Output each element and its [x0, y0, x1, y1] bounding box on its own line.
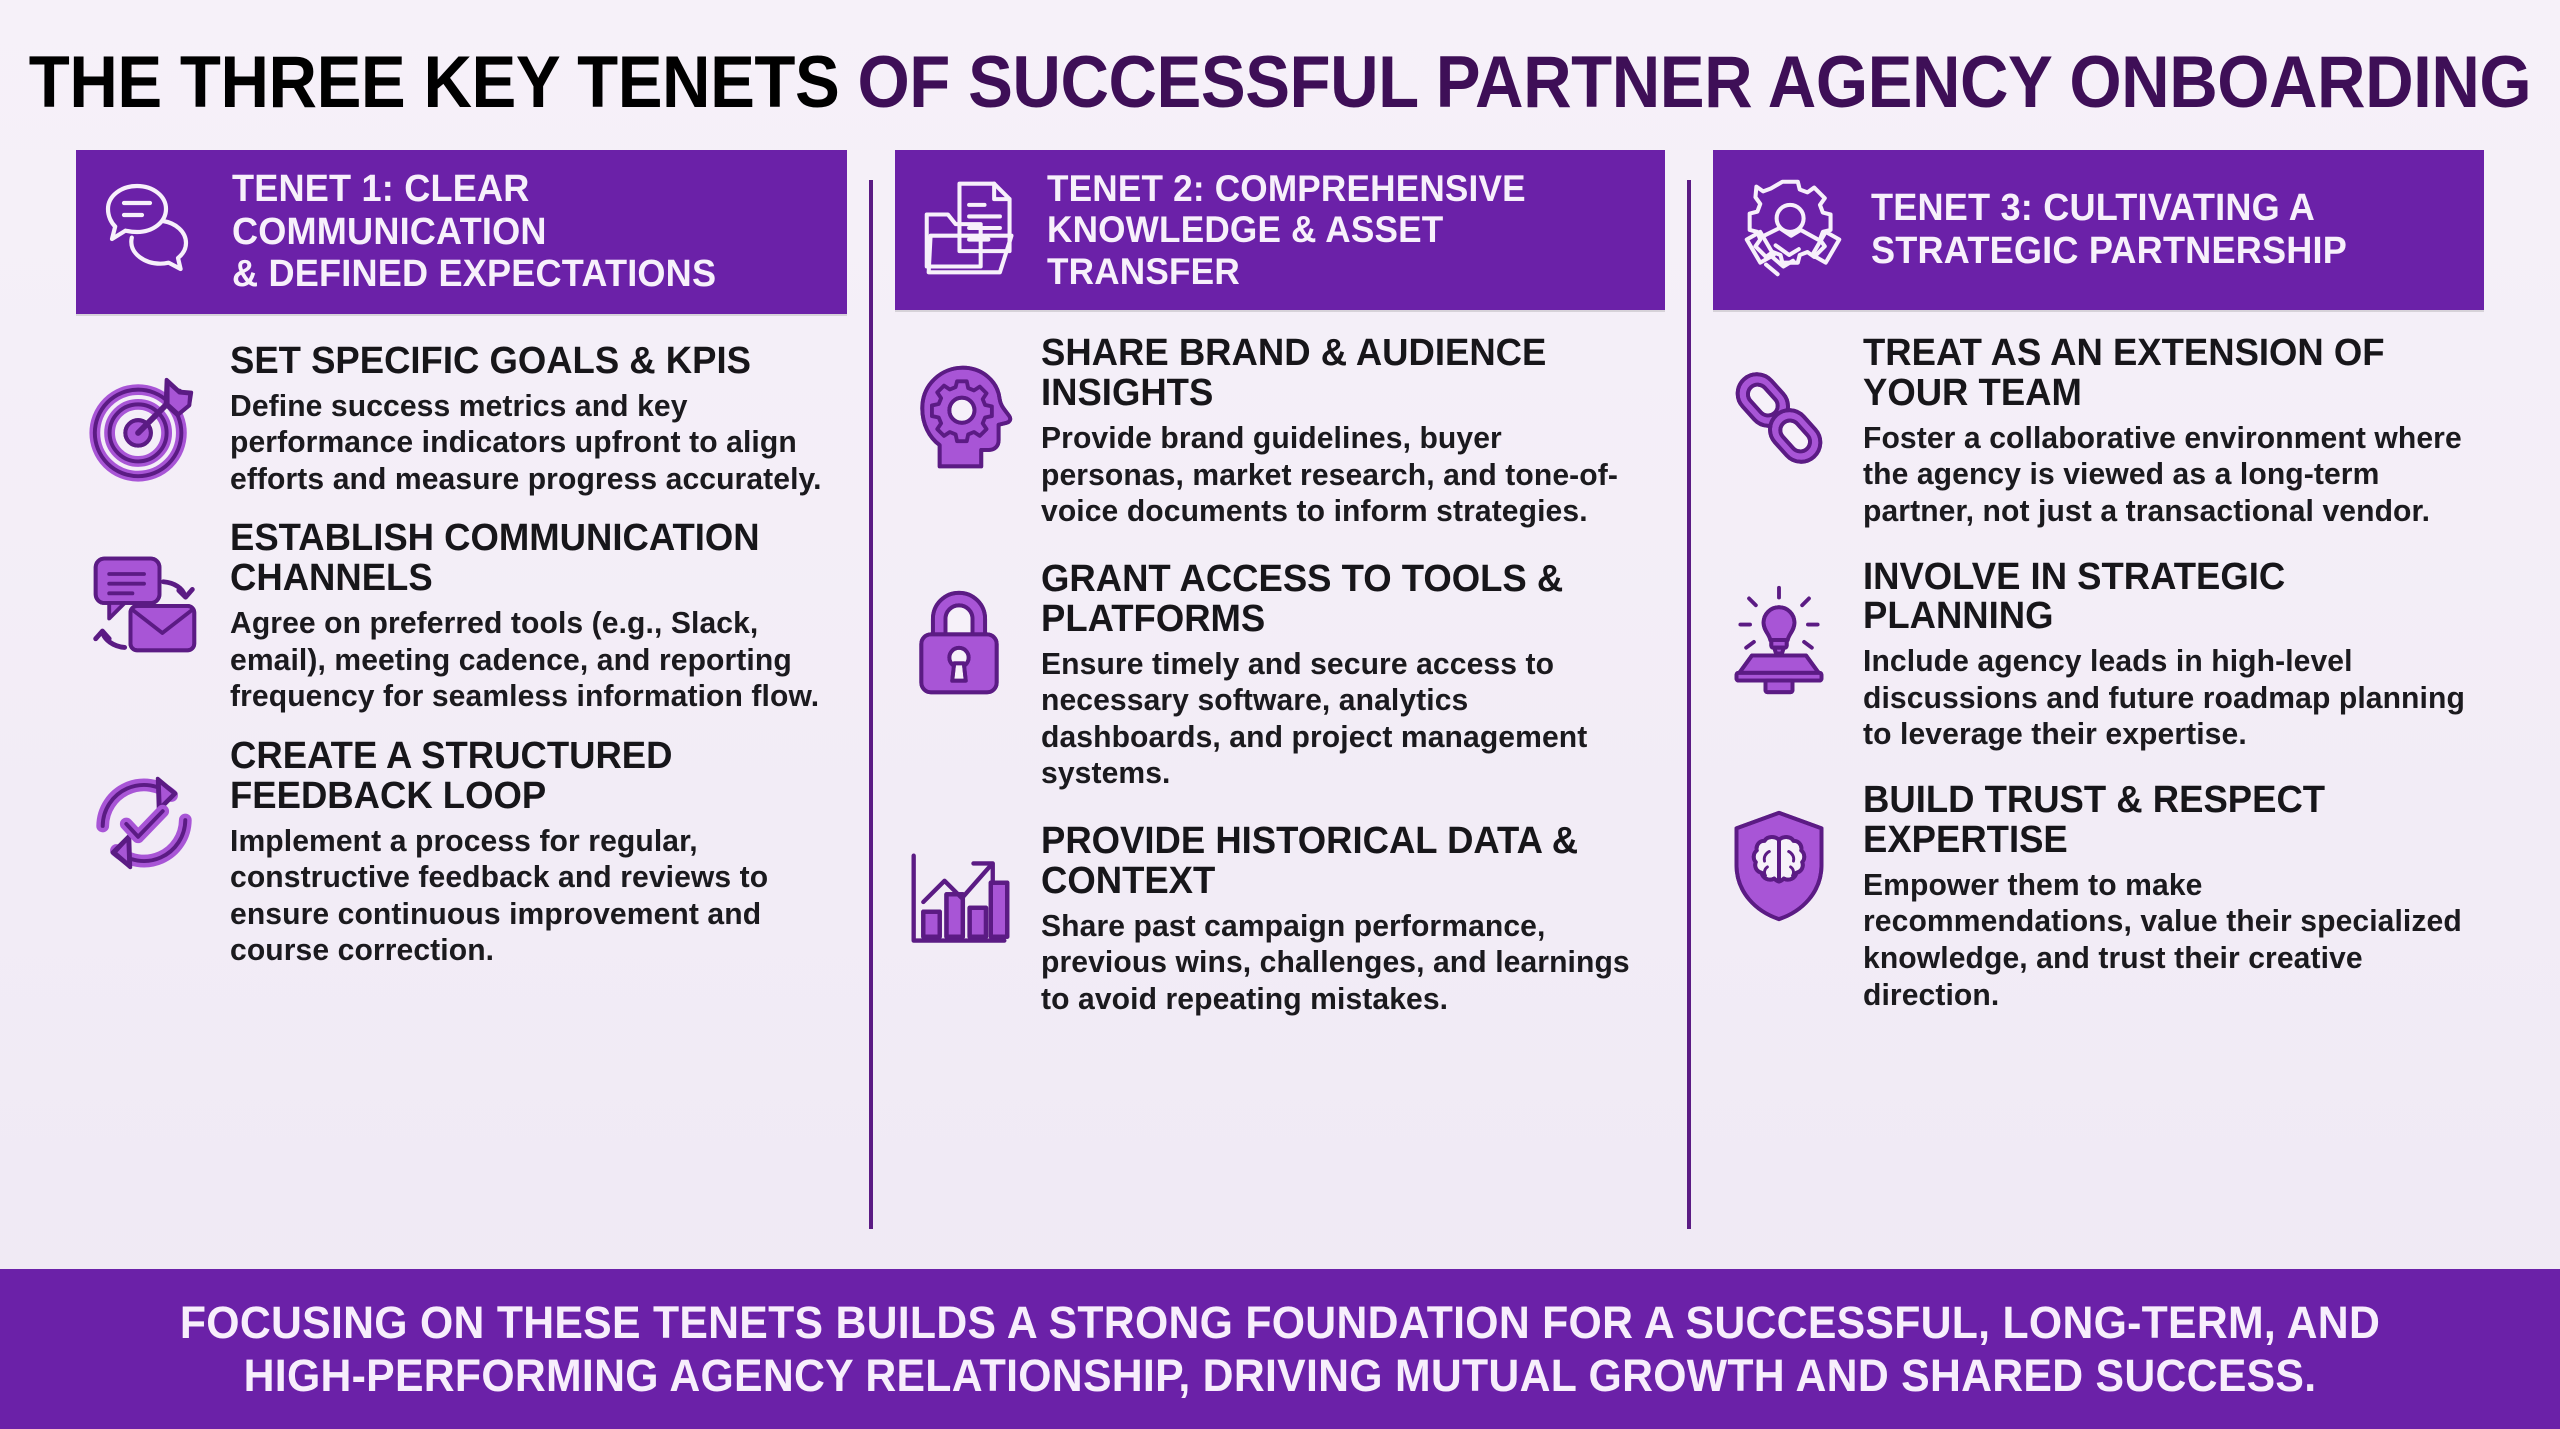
list-item: INVOLVE IN STRATEGIC PLANNING Include ag…	[1713, 555, 2484, 754]
item-description: Define success metrics and key performan…	[230, 387, 822, 496]
list-item: SET SPECIFIC GOALS & KPIS Define success…	[76, 339, 847, 498]
item-text: INVOLVE IN STRATEGIC PLANNING Include ag…	[1863, 555, 2484, 754]
item-title: ESTABLISH COMMUNICATION CHANNELS	[230, 517, 760, 600]
tenet-3-header: TENET 3: CULTIVATING A STRATEGIC PARTNER…	[1713, 150, 2485, 310]
list-item: SHARE BRAND & AUDIENCE INSIGHTS Provide …	[895, 332, 1666, 530]
icon-slot	[895, 822, 1023, 961]
tenet-columns: TENET 1: CLEAR COMMUNICATION & DEFINED E…	[0, 150, 2560, 1269]
item-title: SHARE BRAND & AUDIENCE INSIGHTS	[1040, 332, 1547, 415]
icon-slot	[1713, 558, 1845, 701]
tenet-2-title-line1: TENET 2: COMPREHENSIVE	[1046, 168, 1526, 209]
page-title-highlight: THE THREE KEY TENETS	[28, 41, 840, 123]
footer-line-2: HIGH-PERFORMING AGENCY RELATIONSHIP, DRI…	[243, 1350, 2317, 1401]
footer-banner: FOCUSING ON THESE TENETS BUILDS A STRONG…	[0, 1269, 2560, 1429]
tenet-1-title-line2: & DEFINED EXPECTATIONS	[232, 253, 717, 296]
tenet-1-header: TENET 1: CLEAR COMMUNICATION & DEFINED E…	[76, 150, 847, 314]
item-title: INVOLVE IN STRATEGIC PLANNING	[1863, 555, 2286, 638]
tenet-2-title: TENET 2: COMPREHENSIVE KNOWLEDGE & ASSET…	[1047, 168, 1616, 292]
tenet-1-title-line1: TENET 1: CLEAR COMMUNICATION	[232, 168, 547, 253]
item-text: PROVIDE HISTORICAL DATA & CONTEXT Share …	[1040, 819, 1666, 1018]
shield-brain-icon	[1726, 807, 1832, 928]
item-text: SET SPECIFIC GOALS & KPIS Define success…	[230, 339, 847, 498]
icon-slot	[1713, 334, 1845, 481]
item-title: SET SPECIFIC GOALS & KPIS	[230, 339, 751, 382]
icon-slot	[76, 519, 212, 666]
folder-document-icon	[919, 176, 1025, 285]
icon-slot	[76, 342, 212, 491]
handshake-gear-icon	[1737, 176, 1849, 285]
item-text: ESTABLISH COMMUNICATION CHANNELS Agree o…	[230, 517, 847, 715]
list-item: PROVIDE HISTORICAL DATA & CONTEXT Share …	[895, 819, 1666, 1018]
list-item: BUILD TRUST & RESPECT EXPERTISE Empower …	[1713, 779, 2484, 1013]
item-description: Agree on preferred tools (e.g., Slack, e…	[230, 605, 820, 714]
item-description: Empower them to make recommendations, va…	[1863, 866, 2463, 1012]
item-text: BUILD TRUST & RESPECT EXPERTISE Empower …	[1863, 779, 2484, 1013]
item-text: SHARE BRAND & AUDIENCE INSIGHTS Provide …	[1040, 332, 1666, 530]
bar-chart-growth-icon	[902, 848, 1016, 961]
icon-slot	[1713, 781, 1845, 928]
footer-text: FOCUSING ON THESE TENETS BUILDS A STRONG…	[180, 1296, 2380, 1402]
icon-slot	[76, 737, 212, 886]
list-item: CREATE A STRUCTURED FEEDBACK LOOP Implem…	[76, 734, 847, 969]
tenet-column-3: TENET 3: CULTIVATING A STRATEGIC PARTNER…	[1699, 150, 2498, 1269]
column-divider-1	[868, 180, 873, 1229]
head-gear-icon	[904, 360, 1014, 481]
item-description: Implement a process for regular, constru…	[230, 822, 769, 968]
item-text: TREAT AS AN EXTENSION OF YOUR TEAM Foste…	[1863, 332, 2484, 530]
list-item: GRANT ACCESS TO TOOLS & PLATFORMS Ensure…	[895, 557, 1666, 792]
tenet-column-2: TENET 2: COMPREHENSIVE KNOWLEDGE & ASSET…	[881, 150, 1680, 1269]
item-text: GRANT ACCESS TO TOOLS & PLATFORMS Ensure…	[1040, 557, 1666, 792]
tenet-3-title: TENET 3: CULTIVATING A STRATEGIC PARTNER…	[1871, 187, 2347, 272]
chain-link-icon	[1723, 360, 1835, 481]
tenet-3-title-line2: STRATEGIC PARTNERSHIP	[1871, 230, 2348, 272]
item-description: Share past campaign performance, previou…	[1040, 907, 1630, 1016]
target-arrow-icon	[85, 368, 203, 491]
tenet-2-header: TENET 2: COMPREHENSIVE KNOWLEDGE & ASSET…	[894, 150, 1666, 311]
item-text: CREATE A STRUCTURED FEEDBACK LOOP Implem…	[230, 734, 847, 969]
item-title: GRANT ACCESS TO TOOLS & PLATFORMS	[1040, 557, 1563, 640]
list-item: TREAT AS AN EXTENSION OF YOUR TEAM Foste…	[1713, 332, 2484, 530]
icon-slot	[895, 560, 1023, 707]
tenet-1-items: SET SPECIFIC GOALS & KPIS Define success…	[76, 314, 847, 969]
icon-slot	[895, 334, 1023, 481]
item-description: Ensure timely and secure access to neces…	[1040, 645, 1588, 791]
page-title: THE THREE KEY TENETS OF SUCCESSFUL PARTN…	[29, 46, 2532, 119]
footer-line-1: FOCUSING ON THESE TENETS BUILDS A STRONG…	[179, 1296, 2381, 1348]
lightbulb-podium-icon	[1720, 584, 1838, 701]
tenet-3-items: TREAT AS AN EXTENSION OF YOUR TEAM Foste…	[1713, 310, 2484, 1013]
item-description: Include agency leads in high-level discu…	[1863, 643, 2466, 752]
tenet-column-1: TENET 1: CLEAR COMMUNICATION & DEFINED E…	[62, 150, 861, 1269]
column-divider-2	[1687, 180, 1692, 1229]
list-item: ESTABLISH COMMUNICATION CHANNELS Agree o…	[76, 517, 847, 715]
item-title: CREATE A STRUCTURED FEEDBACK LOOP	[230, 734, 673, 817]
speech-bubbles-icon	[100, 177, 210, 286]
item-title: PROVIDE HISTORICAL DATA & CONTEXT	[1040, 819, 1578, 902]
title-bar: THE THREE KEY TENETS OF SUCCESSFUL PARTN…	[0, 0, 2560, 150]
tenet-2-items: SHARE BRAND & AUDIENCE INSIGHTS Provide …	[895, 310, 1666, 1017]
page-title-rest: OF SUCCESSFUL PARTNER AGENCY ONBOARDING	[839, 41, 2532, 123]
item-description: Provide brand guidelines, buyer personas…	[1040, 420, 1618, 529]
feedback-loop-check-icon	[85, 763, 203, 886]
tenet-1-title: TENET 1: CLEAR COMMUNICATION & DEFINED E…	[232, 168, 797, 296]
tenet-3-title-line1: TENET 3: CULTIVATING A	[1871, 187, 2316, 230]
padlock-icon	[907, 586, 1011, 707]
item-description: Foster a collaborative environment where…	[1863, 419, 2463, 528]
item-title: TREAT AS AN EXTENSION OF YOUR TEAM	[1863, 332, 2385, 414]
item-title: BUILD TRUST & RESPECT EXPERTISE	[1863, 779, 2326, 861]
tenet-2-title-line2: KNOWLEDGE & ASSET TRANSFER	[1046, 209, 1444, 292]
chat-email-exchange-icon	[84, 545, 204, 666]
